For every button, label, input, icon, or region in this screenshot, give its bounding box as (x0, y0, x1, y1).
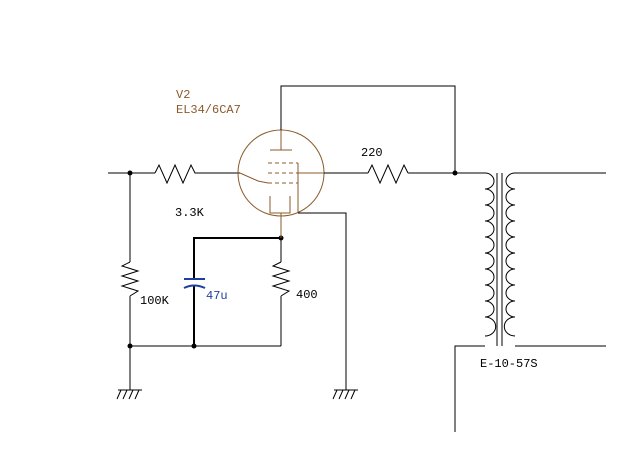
output-transformer (454, 172, 606, 432)
grid-leak-branch (120, 173, 140, 390)
cathode-resistor (271, 238, 291, 346)
grid-stopper-value-label: 3.3K (175, 206, 205, 220)
screen-resistor-value-label: 220 (361, 146, 383, 160)
plate-wire (280, 85, 456, 173)
vacuum-tube-v2 (237, 129, 325, 238)
ground-symbol-left (116, 389, 142, 400)
capacitor-value-label: 47u (206, 289, 228, 303)
capacitor-plate-bottom (183, 284, 206, 289)
tube-ref-label: V2 (176, 88, 190, 102)
grid-leak-value-label: 100K (140, 294, 170, 308)
ground-symbol-right (332, 389, 358, 400)
transformer-ref-label: E-10-57S (480, 357, 538, 371)
cathode-bypass-branch (183, 237, 281, 346)
cathode-resistor-value-label: 400 (296, 288, 318, 302)
tube-type-label: EL34/6CA7 (176, 103, 241, 117)
screen-resistor (324, 163, 455, 185)
suppressor-wire (298, 212, 347, 390)
grid-stopper-resistor (154, 163, 240, 185)
